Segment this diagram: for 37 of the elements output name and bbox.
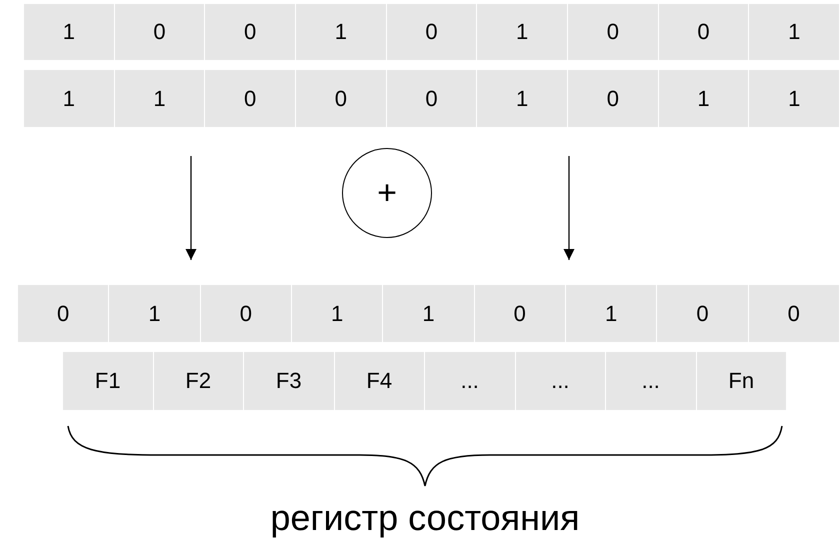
register-cell: 0: [205, 70, 296, 127]
register-cell: 1: [296, 4, 387, 60]
register-cell: 1: [477, 70, 568, 127]
register-cell: 0: [200, 285, 292, 342]
register-cell: 1: [749, 70, 840, 127]
register-cell: F3: [244, 352, 334, 410]
register-cell: 1: [658, 70, 750, 127]
register-cell: ...: [606, 352, 696, 410]
register-cell: F1: [63, 352, 154, 410]
register-cell: 0: [18, 285, 110, 342]
register-cell: 0: [386, 4, 478, 60]
register-cell: Fn: [696, 352, 787, 410]
register-cell: 0: [657, 285, 749, 342]
register-cell: F4: [334, 352, 425, 410]
register-cell: 1: [292, 285, 384, 342]
register-cell: 1: [24, 70, 115, 127]
register-cell: ...: [516, 352, 606, 410]
register-cell: 0: [568, 70, 659, 127]
xor-circle: +: [342, 148, 432, 238]
register-cell: 0: [205, 4, 296, 60]
register-cell: 1: [383, 285, 475, 342]
register-cell: ...: [425, 352, 516, 410]
register-cell: 0: [568, 4, 659, 60]
register-cell: 0: [114, 4, 206, 60]
register-cell: 0: [474, 285, 566, 342]
register-cell: 0: [658, 4, 750, 60]
register-cell: 0: [748, 285, 840, 342]
register-cell: 1: [566, 285, 658, 342]
register-cell: 1: [109, 285, 201, 342]
register-cell: 1: [24, 4, 115, 60]
register-cell: 1: [477, 4, 568, 60]
register-cell: 1: [749, 4, 840, 60]
register-cell: 0: [296, 70, 387, 127]
register-cell: 0: [386, 70, 478, 127]
register-cell: 1: [114, 70, 206, 127]
caption-label: регистр состояния: [269, 497, 581, 539]
register-cell: F2: [154, 352, 244, 410]
